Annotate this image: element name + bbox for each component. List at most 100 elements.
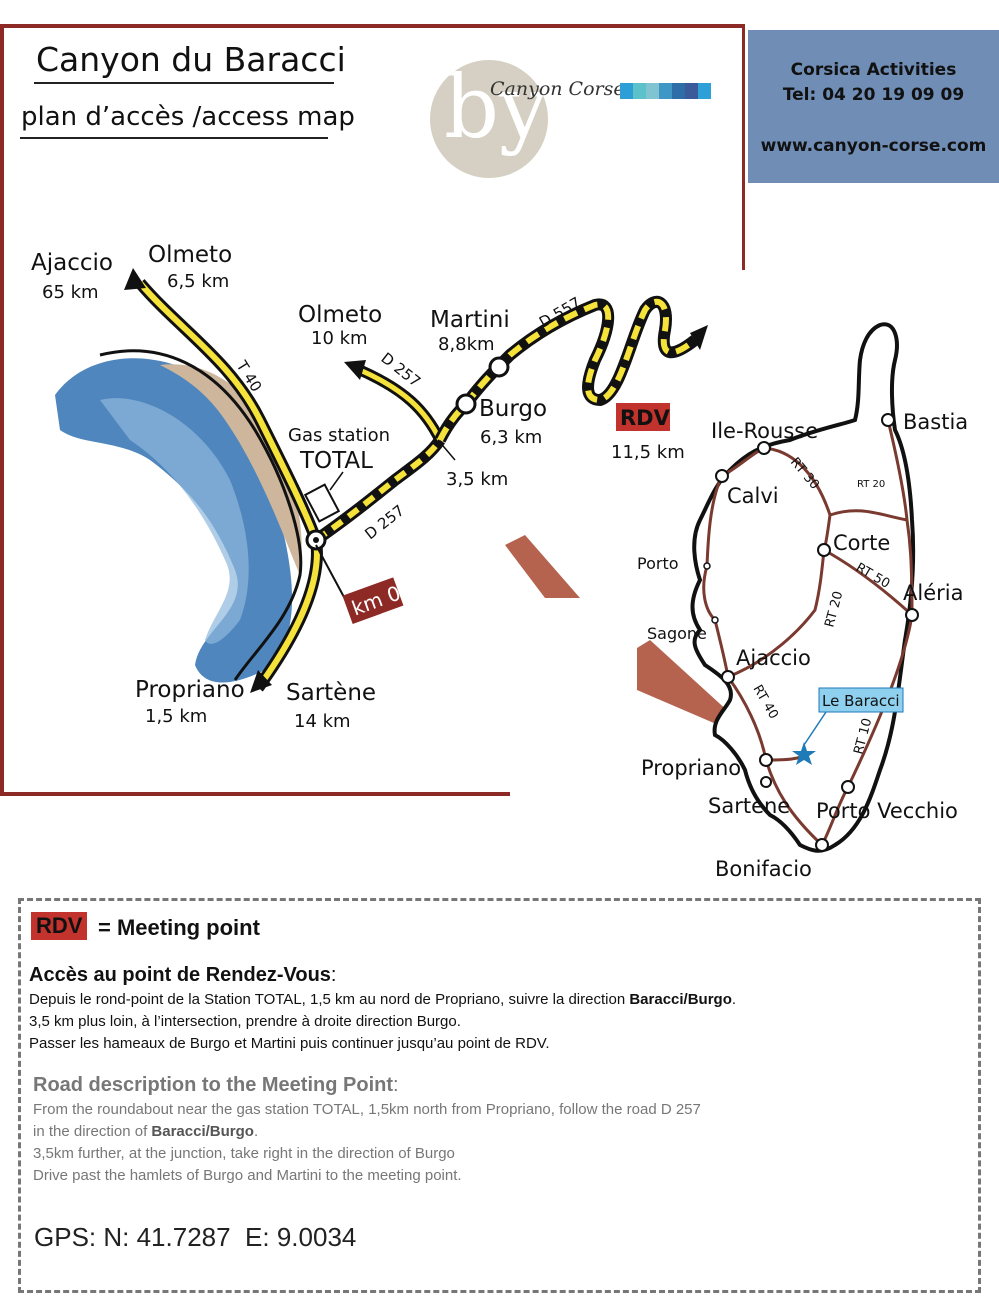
fr-line-3: Passer les hameaux de Burgo et Martini p…	[29, 1035, 550, 1052]
fr-line-1-end: .	[731, 991, 737, 1008]
label-aleria: Aléria	[903, 581, 963, 605]
label-le-baracci: Le Baracci	[822, 692, 900, 710]
en-line-2-a: in the direction of	[33, 1123, 152, 1140]
city-marker-propriano	[759, 753, 773, 767]
label-ajaccio-dist: 65 km	[42, 282, 99, 303]
city-marker-aleria	[905, 608, 919, 622]
city-marker-sagone	[711, 616, 719, 624]
burgo-marker-icon	[455, 393, 477, 415]
arrow-propriano-icon	[250, 670, 272, 693]
en-line-1: From the roundabout near the gas station…	[33, 1101, 701, 1118]
gps-label: GPS:	[34, 1222, 97, 1252]
label-olmeto-a: Olmeto	[148, 242, 232, 268]
label-sartene: Sartène	[286, 680, 376, 706]
arrow-olmeto-icon	[344, 360, 366, 380]
baracci-star-icon	[792, 742, 816, 765]
label-sartene-dist: 14 km	[294, 711, 351, 732]
gps-east: E: 9.0034	[245, 1222, 357, 1252]
km0-tag-bg	[342, 577, 404, 624]
beach-area	[160, 364, 302, 575]
city-marker-calvi	[715, 469, 729, 483]
label-junction-dist: 3,5 km	[446, 469, 508, 490]
page-subtitle: plan d’accès /access map	[21, 102, 355, 132]
rdv-marker-bg	[616, 403, 670, 431]
en-title-text: Road description to the Meeting Point	[33, 1074, 393, 1096]
logo-bar	[698, 83, 711, 99]
city-marker-bonifacio	[815, 838, 829, 852]
martini-marker-icon	[488, 356, 510, 378]
junction-pointer	[437, 439, 456, 461]
label-bonifacio: Bonifacio	[715, 857, 812, 881]
fr-line-1-a: Depuis le rond-point de la Station TOTAL…	[29, 991, 630, 1008]
label-rdv: RDV	[620, 406, 671, 430]
label-ile-rousse: Ile-Rousse	[711, 419, 818, 443]
directions-box	[18, 898, 981, 1293]
en-title-colon: :	[393, 1074, 399, 1096]
label-rdv-dist: 11,5 km	[611, 442, 685, 463]
label-rt20-north: RT 20	[857, 479, 885, 490]
label-propriano-corsica: Propriano	[641, 756, 741, 780]
logo-bar	[633, 83, 646, 99]
fr-line-1: Depuis le rond-point de la Station TOTAL…	[29, 991, 736, 1008]
label-ajaccio: Ajaccio	[31, 250, 113, 276]
label-ajaccio-corsica: Ajaccio	[736, 646, 811, 670]
fr-title-text: Accès au point de Rendez-Vous	[29, 964, 331, 986]
rdv-legend-meaning: = Meeting point	[98, 915, 260, 940]
logo-bar	[672, 83, 685, 99]
arrow-ajaccio-icon	[124, 268, 146, 290]
contact-box: Corsica Activities Tel: 04 20 19 09 09 w…	[748, 30, 999, 183]
en-directions-title: Road description to the Meeting Point:	[33, 1074, 399, 1097]
access-map-svg: km 0 Ajaccio 65 km Olmeto 6,5 km Olmeto …	[31, 242, 968, 881]
label-martini: Martini	[430, 307, 510, 333]
city-marker-porto	[703, 562, 711, 570]
logo-canyon-corse: Canyon Corse	[490, 78, 625, 100]
road-t40-fill	[137, 281, 320, 690]
label-olmeto-a-dist: 6,5 km	[167, 271, 229, 292]
en-line-3: 3,5km further, at the junction, take rig…	[33, 1145, 455, 1162]
label-sagone: Sagone	[647, 624, 707, 643]
gps-north: N: 41.7287	[103, 1222, 231, 1252]
fr-line-1-bold: Baracci/Burgo	[629, 991, 732, 1008]
subtitle-underline	[20, 137, 328, 139]
label-olmeto-b-dist: 10 km	[311, 328, 368, 349]
label-olmeto-b: Olmeto	[298, 302, 382, 328]
fr-line-2: 3,5 km plus loin, à l’intersection, pren…	[29, 1013, 461, 1030]
by-logo: by	[430, 60, 548, 178]
sea-light	[100, 398, 249, 644]
callout-box	[818, 687, 904, 713]
logo-bar	[646, 83, 659, 99]
en-line-2-bold: Baracci/Burgo	[151, 1123, 254, 1140]
road-d257-olmeto-fill	[358, 367, 443, 442]
callout-pointer	[803, 711, 827, 746]
fr-title-colon: :	[330, 964, 337, 986]
label-burgo: Burgo	[479, 396, 547, 422]
label-total: TOTAL	[299, 448, 373, 474]
label-propriano: Propriano	[135, 677, 245, 703]
km0-tag: km 0	[342, 577, 404, 624]
logo-color-bars	[620, 83, 711, 99]
logo-bar	[620, 83, 633, 99]
label-sartene-corsica: Sartène	[708, 794, 790, 818]
rdv-legend-badge: RDV	[31, 912, 88, 940]
roundabout-dot	[313, 537, 319, 543]
logo-bar	[659, 83, 672, 99]
fr-directions-title: Accès au point de Rendez-Vous:	[29, 964, 336, 987]
en-line-4: Drive past the hamlets of Burgo and Mart…	[33, 1167, 462, 1184]
label-corte: Corte	[833, 531, 890, 555]
label-gas-station: Gas station	[288, 425, 390, 446]
city-marker-bastia	[881, 413, 895, 427]
arrow-rdv-icon	[690, 325, 708, 350]
city-marker-ajaccio	[721, 670, 735, 684]
website-link[interactable]: www.canyon-corse.com	[760, 136, 987, 156]
zoom-wedge-upper	[505, 535, 580, 598]
label-burgo-dist: 6,3 km	[480, 427, 542, 448]
logo-bar	[685, 83, 698, 99]
phone-number: Tel: 04 20 19 09 09	[782, 85, 965, 105]
en-line-2-end: .	[253, 1123, 259, 1140]
label-calvi: Calvi	[727, 484, 779, 508]
gas-station-icon	[303, 483, 341, 523]
sea-area	[55, 358, 293, 683]
label-porto-vecchio: Porto Vecchio	[816, 799, 958, 823]
label-propriano-dist: 1,5 km	[145, 706, 207, 727]
en-line-2: in the direction of Baracci/Burgo.	[33, 1123, 258, 1140]
